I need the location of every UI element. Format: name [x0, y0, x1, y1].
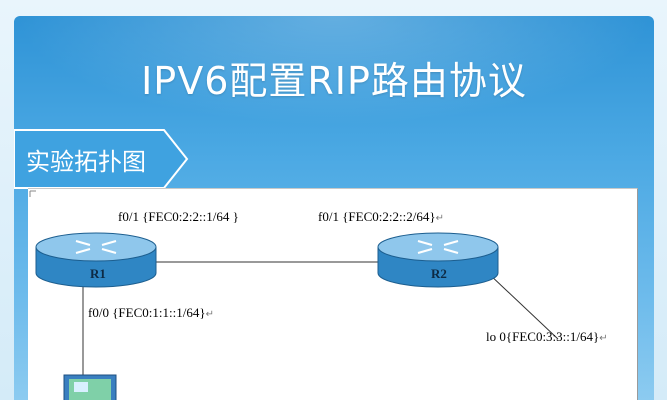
router-r1-label: R1	[90, 266, 106, 281]
r1-f01-address: f0/1 {FEC0:2:2::1/64 }	[118, 209, 239, 224]
corner-mark	[29, 190, 36, 197]
r2-loopback-address: lo 0{FEC0:3:3::1/64}↵	[486, 329, 608, 344]
return-mark: ↵	[599, 333, 608, 344]
section-label-tag: 实验拓扑图	[14, 128, 190, 190]
r1-f00-address: f0/0 {FEC0:1:1::1/64}↵	[88, 305, 214, 320]
router-r2-icon: R2	[377, 232, 499, 288]
return-mark: ↵	[435, 213, 444, 224]
link-r2-loopback	[487, 272, 559, 340]
topology-drawing: R1 R2	[29, 190, 559, 400]
section-label: 实验拓扑图	[26, 148, 146, 176]
r2-f01-address: f0/1 {FEC0:2:2::2/64}↵	[318, 209, 444, 224]
return-mark: ↵	[205, 309, 214, 320]
title-shine	[14, 16, 654, 126]
tag-arrow-shape	[14, 129, 189, 189]
topology-diagram: R1 R2 f0/1 {FEC0:2:2::1/64 } f0/1 {FEC0:…	[28, 188, 638, 400]
pc-icon	[63, 374, 117, 400]
router-r2-label: R2	[431, 266, 447, 281]
router-r1-icon: R1	[35, 232, 157, 288]
slide-title: IPV6配置RIP路由协议	[141, 59, 527, 103]
